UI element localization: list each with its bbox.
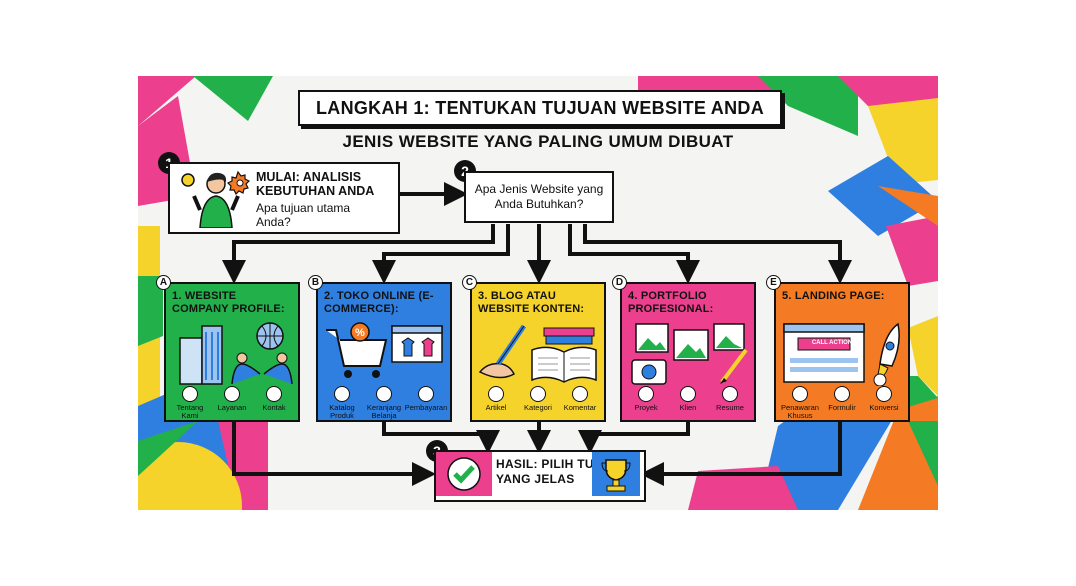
panel-letter-b: B bbox=[308, 275, 323, 290]
client-icon bbox=[680, 386, 696, 402]
sub-label: Konversi bbox=[869, 403, 899, 412]
flow-arrows bbox=[222, 182, 852, 486]
step-1-card: MULAI: ANALISIS KEBUTUHAN ANDA Apa tujua… bbox=[168, 162, 400, 234]
svg-text:%: % bbox=[355, 327, 365, 339]
panel-title: 1. WEBSITE COMPANY PROFILE: bbox=[172, 290, 285, 315]
writing-book-icon bbox=[478, 324, 597, 383]
sub-label: Pembayaran bbox=[404, 403, 448, 412]
thinking-person-icon bbox=[181, 170, 251, 228]
step-2-card: Apa Jenis Website yang Anda Butuhkan? bbox=[464, 171, 614, 223]
sub-label: Komentar bbox=[563, 403, 597, 412]
comment-icon bbox=[572, 386, 588, 402]
camera-gallery-icon bbox=[631, 323, 748, 385]
panel-online-store: 2. TOKO ONLINE (E-COMMERCE): % Katalog P… bbox=[316, 282, 452, 422]
sub-label: Keranjang Belanja bbox=[366, 403, 402, 420]
sub-label: Resume bbox=[716, 403, 744, 412]
payment-icon bbox=[418, 386, 434, 402]
page-title: LANGKAH 1: TENTUKAN TUJUAN WEBSITE ANDA bbox=[298, 90, 782, 126]
checkmark-icon bbox=[436, 452, 492, 496]
trophy-icon bbox=[592, 452, 640, 496]
panel-letter-c: C bbox=[462, 275, 477, 290]
panel-title: 5. LANDING PAGE: bbox=[782, 290, 885, 302]
sub-label: Formulir bbox=[828, 403, 856, 412]
panel-landing-page: 5. LANDING PAGE: CALL ACTION Penawaran K… bbox=[774, 282, 910, 422]
conversion-icon bbox=[876, 386, 892, 402]
result-card: HASIL: PILIH TUJUAN YANG JELAS bbox=[434, 450, 646, 502]
call-action-label: CALL ACTION bbox=[811, 340, 853, 346]
sub-label: Penawaran Khusus bbox=[781, 403, 819, 420]
panel-title: 2. TOKO ONLINE (E-COMMERCE): bbox=[324, 290, 434, 315]
sub-label: Proyek bbox=[634, 403, 658, 412]
panel-letter-d: D bbox=[612, 275, 627, 290]
sub-label: Klien bbox=[679, 403, 697, 412]
page-subtitle: JENIS WEBSITE YANG PALING UMUM DIBUAT bbox=[342, 132, 734, 151]
phone-icon bbox=[266, 386, 282, 402]
article-icon bbox=[488, 386, 504, 402]
panel-title: 4. PORTFOLIO PROFESIONAL: bbox=[628, 290, 714, 315]
sub-label: Layanan bbox=[217, 403, 247, 412]
category-icon bbox=[530, 386, 546, 402]
panel-portfolio: 4. PORTFOLIO PROFESIONAL: Proyek Klien R… bbox=[620, 282, 756, 422]
sub-label: Kategori bbox=[524, 403, 552, 412]
infographic-canvas: LANGKAH 1: TENTUKAN TUJUAN WEBSITE ANDA … bbox=[138, 76, 938, 510]
sub-label: Artikel bbox=[485, 403, 507, 412]
project-icon bbox=[638, 386, 654, 402]
panel-blog: 3. BLOG ATAU WEBSITE KONTEN: Artikel Kat… bbox=[470, 282, 606, 422]
offer-icon bbox=[792, 386, 808, 402]
resume-icon bbox=[722, 386, 738, 402]
building-handshake-icon bbox=[179, 322, 293, 385]
panel-title: 3. BLOG ATAU WEBSITE KONTEN: bbox=[478, 290, 585, 315]
catalog-icon bbox=[334, 386, 350, 402]
panel-letter-a: A bbox=[156, 275, 171, 290]
sub-label: Kontak bbox=[262, 403, 286, 412]
sub-label: Tentang Kami bbox=[176, 403, 204, 420]
info-icon bbox=[182, 386, 198, 402]
panel-company-profile: 1. WEBSITE COMPANY PROFILE: Tentang Kami… bbox=[164, 282, 300, 422]
form-icon bbox=[834, 386, 850, 402]
landing-rocket-icon bbox=[783, 322, 900, 386]
service-icon bbox=[224, 386, 240, 402]
step-1-title: MULAI: ANALISIS KEBUTUHAN ANDA bbox=[256, 170, 375, 198]
cart-icon bbox=[376, 386, 392, 402]
shopping-cart-icon: % bbox=[326, 322, 443, 378]
panel-letter-e: E bbox=[766, 275, 781, 290]
step-1-text: Apa tujuan utama Anda? bbox=[256, 201, 351, 229]
sub-label: Katalog Produk bbox=[329, 403, 355, 420]
